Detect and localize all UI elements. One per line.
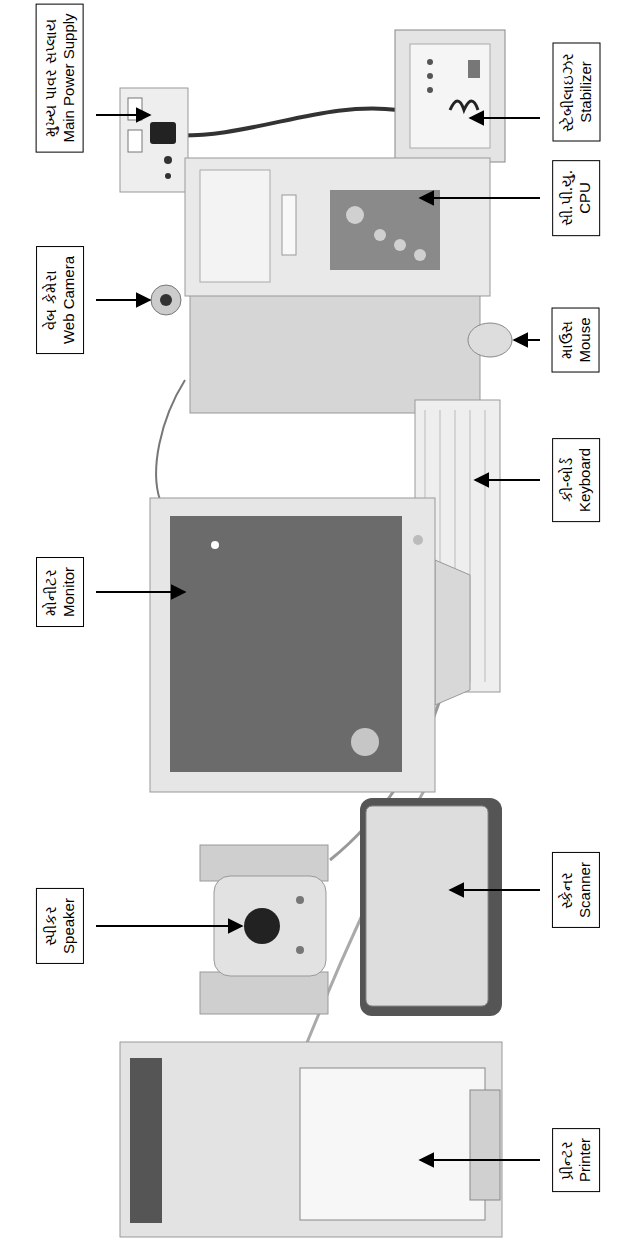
english-label: Speaker [60,898,78,954]
speaker-set [200,845,328,1014]
english-label: Web Camera [60,256,78,344]
english-label: Monitor [60,567,78,617]
flatbed-scanner [360,798,502,1016]
english-label: Printer [576,1138,594,1182]
gujarati-label: મુખ્ય પાવર સપ્લાય [42,13,60,142]
laser-printer [120,1042,502,1237]
gujarati-label: મોનીટર [42,567,60,617]
gujarati-label: પ્રીન્ટર [558,1138,576,1182]
label-box: સ્ટેબીલાઇઝરStabilizer [552,43,600,142]
english-label: Mouse [576,317,594,362]
label-box: સી.પી.યુ.CPU [552,160,600,236]
english-label: Keyboard [576,448,594,512]
web-camera [151,285,181,315]
label-box: મુખ્ય પાવર સપ્લાયMain Power Supply [36,3,84,152]
label-box: માઉસMouse [552,307,600,372]
cpu-tower [185,158,490,413]
label-box: સ્પીકરSpeaker [36,888,84,964]
crt-monitor [150,498,470,792]
english-label: CPU [576,170,594,226]
gujarati-label: સ્પીકર [42,898,60,954]
english-label: Stabilizer [576,53,594,132]
power-outlet [120,88,188,192]
gujarati-label: કી-બોર્ડ [558,448,576,512]
stabilizer-unit [395,30,505,162]
gujarati-label: સી.પી.યુ. [558,170,576,226]
gujarati-label: સ્ટેબીલાઇઝર [558,53,576,132]
label-box: મોનીટરMonitor [36,557,84,627]
gujarati-label: વેબ કેમેરા [42,256,60,344]
gujarati-label: માઉસ [558,317,576,362]
english-label: Main Power Supply [60,13,78,142]
label-box: પ્રીન્ટરPrinter [552,1128,600,1192]
label-box: વેબ કેમેરાWeb Camera [36,246,84,354]
gujarati-label: સ્કેનર [558,862,576,918]
leader-arrows [96,115,540,1160]
english-label: Scanner [576,862,594,918]
label-box: કી-બોર્ડKeyboard [552,438,600,522]
mouse-device [468,323,512,357]
label-box: સ્કેનરScanner [552,852,600,928]
